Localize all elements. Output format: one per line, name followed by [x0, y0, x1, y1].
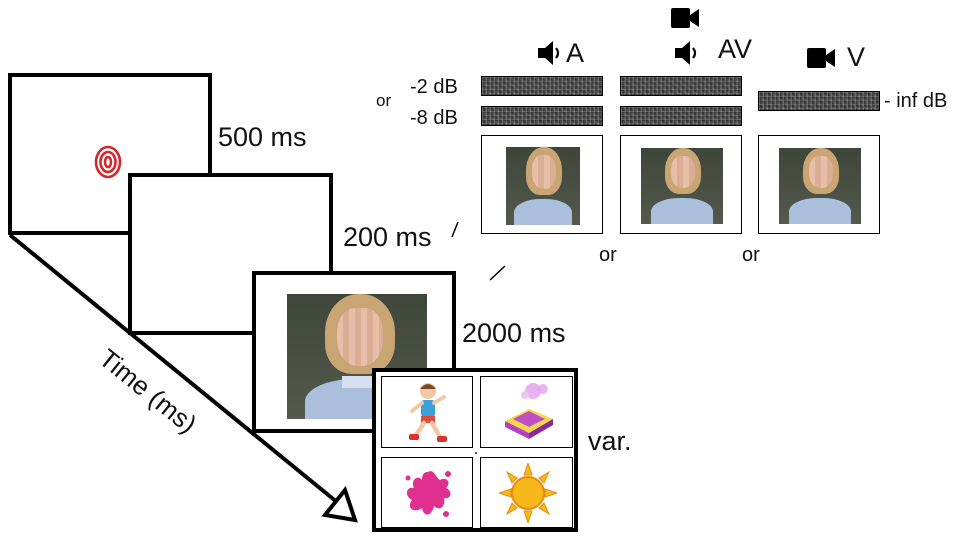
condition-audio-thumbnail: [481, 135, 603, 234]
condition-audiovisual-label: AV: [718, 34, 753, 64]
condition-audio-label: A: [566, 38, 585, 68]
speaker-face-image: [506, 147, 580, 225]
speaker-face-image: [779, 148, 861, 224]
condition-visual-thumbnail: [758, 135, 880, 234]
condition-visual-label: V: [847, 42, 866, 72]
speaker-face-image: [287, 294, 427, 419]
noise-bar-audio-low: [481, 106, 603, 126]
sun-icon: [499, 463, 557, 523]
noise-bar-audio-high: [481, 76, 603, 96]
response-option-splash[interactable]: [381, 457, 473, 528]
snr-low-label: -8 dB: [410, 107, 458, 129]
stimulus-frame: [252, 271, 456, 433]
snr-high-label: -2 dB: [410, 76, 458, 98]
response-option-sun[interactable]: [480, 457, 573, 528]
bullseye-target-icon: [94, 145, 122, 179]
response-frame: [372, 368, 578, 532]
noise-bar-audiovisual-low: [620, 106, 742, 126]
snr-or-label: or: [376, 91, 392, 110]
speaker-face-image: [641, 148, 723, 224]
center-dot: [475, 452, 477, 454]
condition-separator-or: or: [742, 244, 760, 266]
stimulus-duration-label: 2000 ms: [462, 318, 566, 348]
speaker-icon: [675, 41, 697, 65]
paint-splash-icon: [405, 471, 451, 517]
response-duration-label: var.: [588, 426, 632, 456]
video-camera-icon: [671, 8, 699, 28]
condition-separator-or: or: [599, 244, 617, 266]
response-option-runner[interactable]: [381, 376, 473, 448]
fixation-duration-label: 500 ms: [218, 122, 307, 152]
running-boy-icon: [409, 383, 447, 442]
noise-bar-audiovisual-high: [620, 76, 742, 96]
noise-bar-visual-only: [758, 91, 880, 111]
response-option-eraser[interactable]: [480, 376, 573, 448]
condition-audiovisual-thumbnail: [620, 135, 742, 234]
snr-visual-only-label: - inf dB: [884, 90, 948, 112]
speaker-icon: [538, 41, 560, 65]
blank-duration-label: 200 ms: [343, 222, 432, 252]
eraser-icon: [505, 383, 553, 439]
video-camera-icon: [807, 48, 835, 68]
